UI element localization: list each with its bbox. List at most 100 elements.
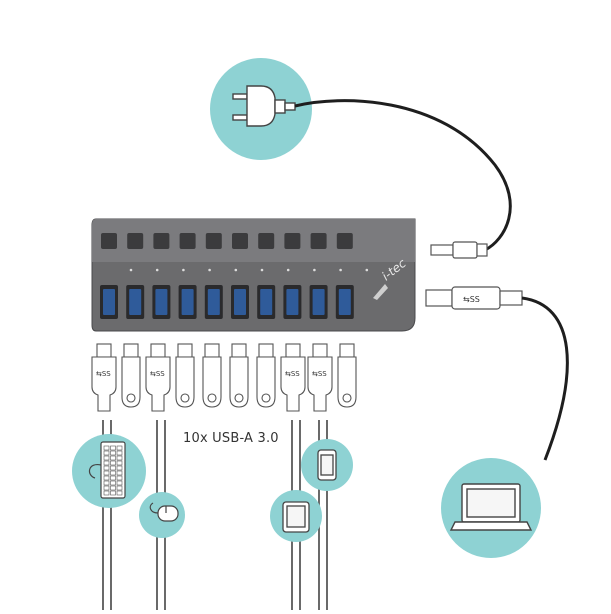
usb-hub: i-tec xyxy=(91,218,416,332)
keyboard-key xyxy=(103,475,110,481)
hub-top-face xyxy=(92,219,415,262)
keyboard-key xyxy=(116,465,123,471)
connector-head xyxy=(150,343,166,358)
keyboard-key xyxy=(116,485,123,491)
usb-port-tongue-8 xyxy=(286,289,299,315)
hub-buttons xyxy=(101,233,353,249)
port-button-8[interactable] xyxy=(284,233,301,249)
keyboard-key xyxy=(110,480,116,486)
keyboard-key xyxy=(103,465,110,471)
usb-connector-8: ⇆SS xyxy=(280,343,306,412)
svg-text:⇆SS: ⇆SS xyxy=(463,295,480,304)
dongle-hole xyxy=(126,393,136,403)
usb-port-tongue-6 xyxy=(234,289,246,315)
usb-connector-1: ⇆SS xyxy=(91,343,117,412)
usb-connectors: ⇆SS ⇆SS ⇆SS ⇆SS xyxy=(91,343,357,412)
usb-connector-10 xyxy=(337,343,357,408)
port-led-3 xyxy=(182,268,185,272)
connector-head xyxy=(258,343,274,358)
tablet-icon xyxy=(282,501,310,533)
keyboard-key xyxy=(110,470,116,476)
mouse-icon xyxy=(149,502,179,522)
usb-ss-logo: ⇆SS xyxy=(96,370,111,378)
keyboard-key xyxy=(116,480,123,486)
keyboard-key xyxy=(116,475,123,481)
connector-body xyxy=(91,356,117,412)
connector-dongle xyxy=(121,356,141,408)
port-led-1 xyxy=(129,268,133,272)
keyboard-key xyxy=(110,490,116,496)
keyboard-key xyxy=(110,465,116,471)
usb-port-tongue-4 xyxy=(181,289,194,315)
port-led-6 xyxy=(260,268,264,272)
port-button-4[interactable] xyxy=(179,233,196,249)
keyboard-key xyxy=(110,455,116,461)
usb-connector-7 xyxy=(256,343,276,408)
dongle-hole xyxy=(234,393,244,403)
connector-head xyxy=(123,343,139,358)
smartphone-icon xyxy=(317,449,337,481)
connector-head xyxy=(312,343,328,358)
keyboard-key xyxy=(103,490,110,496)
connector-body xyxy=(145,356,171,412)
usb-port-tongue-7 xyxy=(260,289,273,315)
connector-head xyxy=(96,343,112,358)
keyboard-key xyxy=(103,480,110,486)
usb-ss-logo: ⇆SS xyxy=(285,370,300,378)
mouse-device xyxy=(139,492,185,538)
port-button-2[interactable] xyxy=(127,233,144,249)
keyboard-key xyxy=(103,470,110,476)
dc-plug xyxy=(430,241,488,259)
connector-dongle xyxy=(175,356,195,408)
keyboard-key xyxy=(116,455,123,461)
phone-device xyxy=(301,439,353,491)
usb-b-plug: ⇆SS xyxy=(425,286,523,310)
power-cable xyxy=(294,99,512,252)
keyboard-device xyxy=(72,434,146,508)
port-led-9 xyxy=(339,268,342,272)
keyboard-key xyxy=(103,445,110,451)
keyboard-key xyxy=(103,485,110,491)
connector-head xyxy=(231,343,247,358)
usb-port-tongue-2 xyxy=(129,289,142,315)
keyboard-key xyxy=(103,460,110,466)
usb-port-tongue-10 xyxy=(338,289,351,315)
usb-connector-9: ⇆SS xyxy=(307,343,333,412)
laptop-icon xyxy=(449,483,533,531)
port-button-6[interactable] xyxy=(232,233,248,249)
port-button-10[interactable] xyxy=(336,233,353,249)
dongle-hole xyxy=(180,393,190,403)
usb-port-tongue-3 xyxy=(155,289,168,315)
connector-head xyxy=(177,343,193,358)
port-button-5[interactable] xyxy=(205,233,222,249)
keyboard-key xyxy=(116,445,123,451)
power-adapter-group xyxy=(210,58,512,259)
dongle-hole xyxy=(342,393,352,403)
connector-body xyxy=(280,356,306,412)
keyboard-key xyxy=(110,475,116,481)
port-button-9[interactable] xyxy=(310,233,327,249)
port-button-7[interactable] xyxy=(258,233,275,249)
keyboard-key xyxy=(116,450,123,456)
usb-port-tongue-5 xyxy=(207,289,220,315)
port-button-3[interactable] xyxy=(153,233,170,249)
usb-connector-3: ⇆SS xyxy=(145,343,171,412)
power-plug-icon xyxy=(232,85,296,127)
port-led-4 xyxy=(208,268,211,272)
keyboard-key xyxy=(110,460,116,466)
keyboard-key xyxy=(103,455,110,461)
connector-body xyxy=(307,356,333,412)
ports-caption: 10x USB-A 3.0 xyxy=(183,431,279,446)
usb-port-tongue-1 xyxy=(103,289,115,315)
port-button-1[interactable] xyxy=(101,233,117,249)
port-led-8 xyxy=(313,268,316,272)
keyboard-key xyxy=(110,445,116,451)
usb-connector-6 xyxy=(229,343,249,408)
keyboard-icon xyxy=(88,441,126,499)
keyboard-key xyxy=(110,485,116,491)
usb-port-tongue-9 xyxy=(312,289,325,315)
upstream-cable-group: ⇆SS xyxy=(425,286,569,558)
hub-leds xyxy=(129,268,369,272)
connector-head xyxy=(285,343,301,358)
